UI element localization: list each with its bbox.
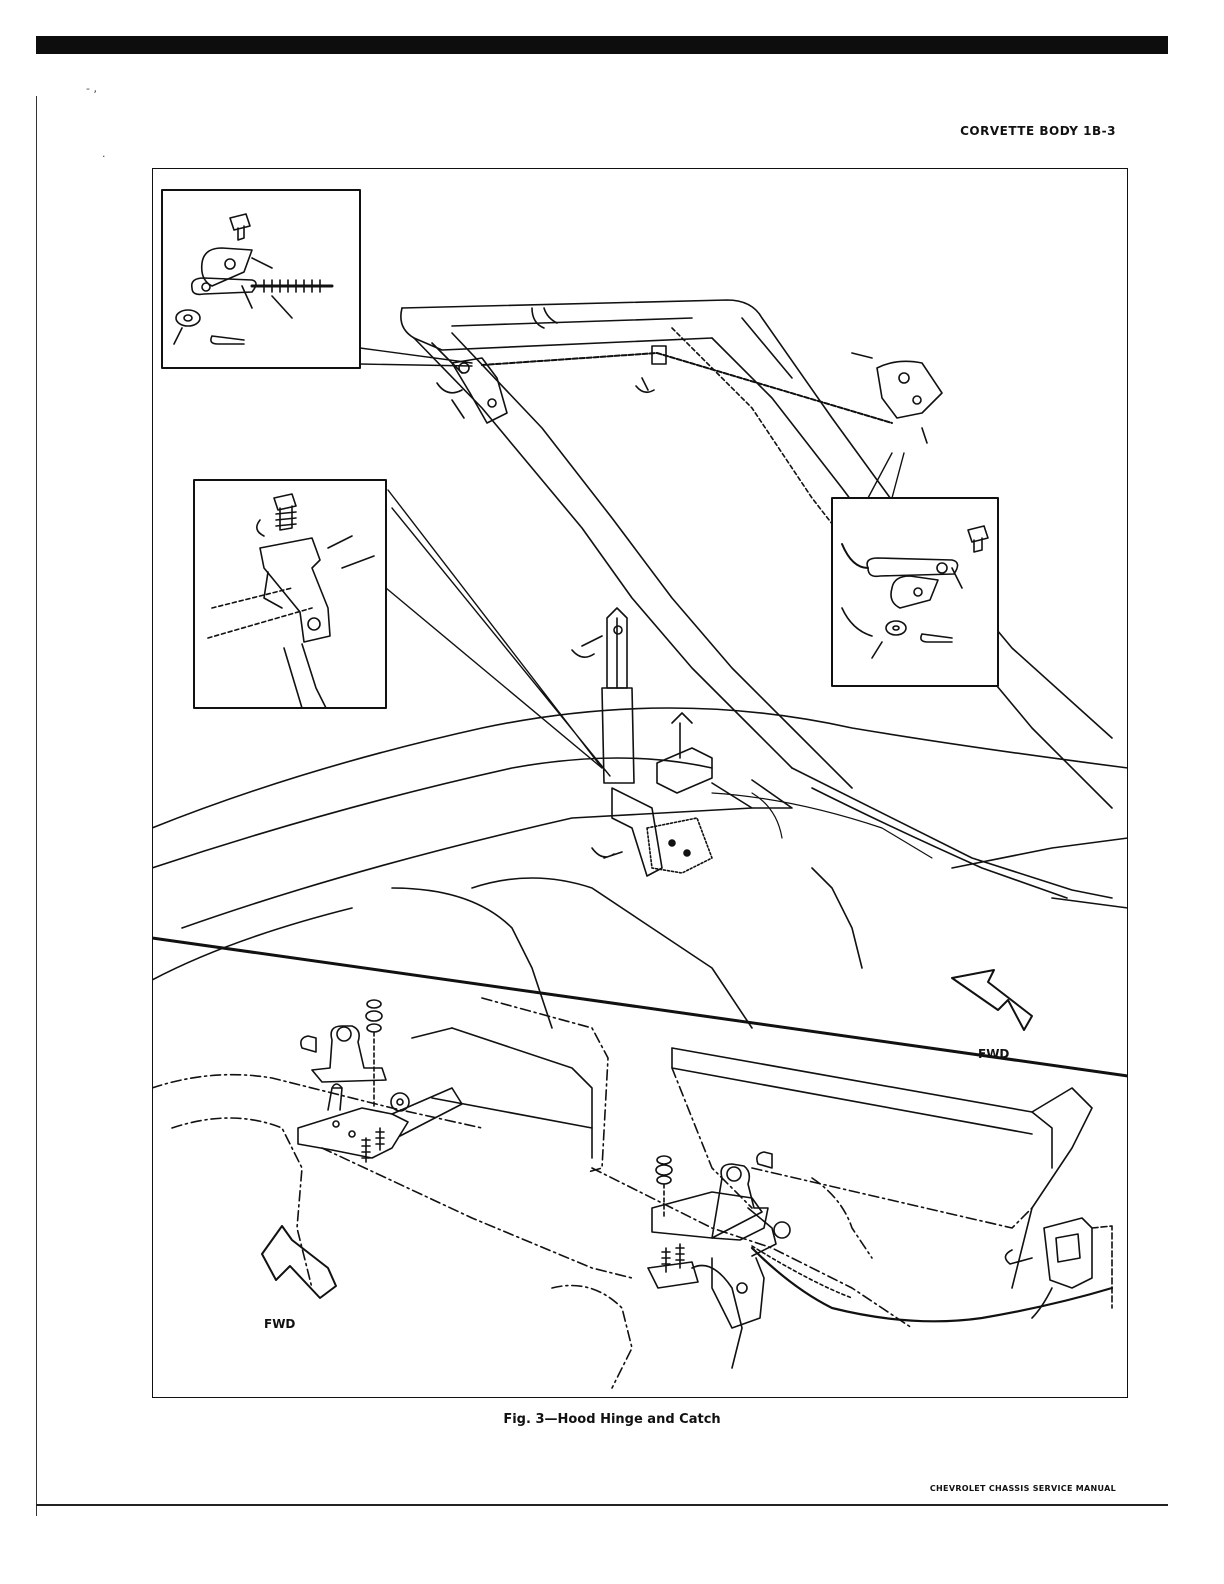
right-catch-assembly [647,1151,791,1329]
cable-end-inset [831,452,999,687]
scan-speck: · [102,150,106,163]
figure-caption: Fig. 3—Hood Hinge and Catch [503,1412,721,1427]
page-footer: CHEVROLET CHASSIS SERVICE MANUAL [929,1484,1116,1493]
fwd-label-lower: FWD [264,1317,295,1331]
hood-open-view [152,299,1128,1029]
bottom-rule [36,1504,1168,1506]
top-border-bar [36,36,1168,54]
scan-speck: - , [86,82,97,95]
hood-catch-view [152,997,1114,1389]
forward-arrow-lower: FWD [261,1225,337,1331]
hood-hinge-figure: FWD [152,168,1128,1398]
cable-attachment-inset [161,189,473,369]
strut-upper-attachment-inset [193,479,603,769]
page-header: CORVETTE BODY 1B-3 [960,124,1116,138]
left-catch-assembly [297,999,463,1163]
hood-release-handle [1004,1217,1113,1319]
hood-support-strut [571,607,635,784]
left-margin-rule [36,96,37,1516]
forward-arrow-upper: FWD [951,969,1033,1061]
